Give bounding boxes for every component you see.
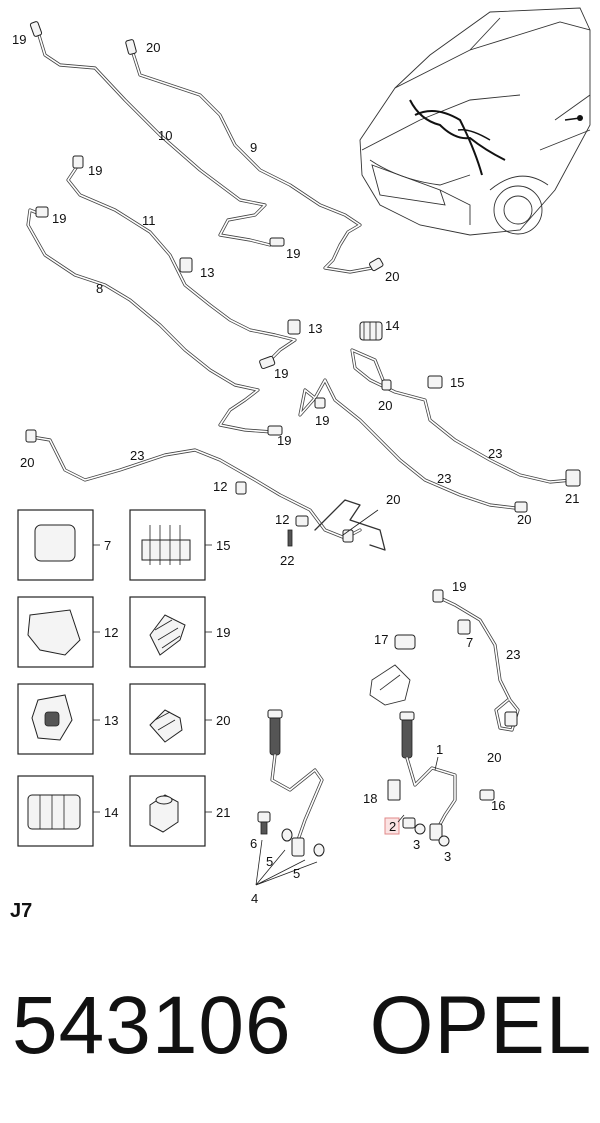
label-23-d: 23 bbox=[506, 647, 520, 662]
legend-label-7: 7 bbox=[104, 538, 111, 553]
callout-labels: 19 20 10 9 19 19 11 19 13 20 8 13 14 19 … bbox=[12, 32, 579, 906]
label-19-h: 19 bbox=[452, 579, 466, 594]
label-17: 17 bbox=[374, 632, 388, 647]
brake-hose-right bbox=[369, 634, 495, 847]
label-8: 8 bbox=[96, 281, 103, 296]
legend-box-20: 20 bbox=[129, 683, 230, 755]
legend-label-13: 13 bbox=[104, 713, 118, 728]
label-10: 10 bbox=[158, 128, 172, 143]
label-18: 18 bbox=[363, 791, 377, 806]
label-20-d: 20 bbox=[20, 455, 34, 470]
label-19-f: 19 bbox=[315, 413, 329, 428]
label-13-a: 13 bbox=[200, 265, 214, 280]
legend-label-14: 14 bbox=[104, 805, 118, 820]
label-4: 4 bbox=[251, 891, 258, 906]
brake-pipe-23-front bbox=[438, 596, 520, 732]
legend-box-7: 7 bbox=[17, 509, 111, 581]
label-1: 1 bbox=[436, 742, 443, 757]
label-23-b: 23 bbox=[488, 446, 502, 461]
label-2: 2 bbox=[389, 819, 396, 834]
label-3-b: 3 bbox=[444, 849, 451, 864]
label-6: 6 bbox=[250, 836, 257, 851]
label-20-c: 20 bbox=[378, 398, 392, 413]
brake-pipe-23-mid bbox=[298, 378, 517, 510]
brake-hose-left bbox=[257, 709, 325, 857]
label-20-g: 20 bbox=[487, 750, 501, 765]
legend-label-21: 21 bbox=[216, 805, 230, 820]
brake-pipe-23-upper bbox=[350, 348, 574, 484]
legend-box-12: 12 bbox=[17, 596, 118, 668]
part-number: 543106 bbox=[12, 980, 292, 1071]
label-19-d: 19 bbox=[286, 246, 300, 261]
label-21: 21 bbox=[565, 491, 579, 506]
fittings bbox=[25, 21, 581, 727]
legend-box-14: 14 bbox=[17, 775, 118, 847]
label-7: 7 bbox=[466, 635, 473, 650]
section-code: J7 bbox=[10, 900, 33, 922]
legend-label-20: 20 bbox=[216, 713, 230, 728]
label-20-b: 20 bbox=[385, 269, 399, 284]
label-23-c: 23 bbox=[437, 471, 451, 486]
brand-name: OPEL bbox=[369, 980, 593, 1071]
label-12-a: 12 bbox=[213, 479, 227, 494]
label-19-c: 19 bbox=[52, 211, 66, 226]
label-15: 15 bbox=[450, 375, 464, 390]
label-16: 16 bbox=[491, 798, 505, 813]
legend-box-13: 13 bbox=[17, 683, 118, 755]
label-13-b: 13 bbox=[308, 321, 322, 336]
label-5-a: 5 bbox=[266, 854, 273, 869]
legend-box-15: 15 bbox=[129, 509, 230, 581]
legend-label-19: 19 bbox=[216, 625, 230, 640]
label-20-f: 20 bbox=[517, 512, 531, 527]
brake-pipe-diagram: 7 15 12 19 13 20 14 bbox=[12, 7, 591, 906]
legend-label-15: 15 bbox=[216, 538, 230, 553]
label-19-a: 19 bbox=[12, 32, 26, 47]
label-19-g: 19 bbox=[277, 433, 291, 448]
highlight-marker bbox=[384, 817, 400, 835]
label-3-a: 3 bbox=[413, 837, 420, 852]
label-11: 11 bbox=[142, 213, 156, 228]
label-19-e: 19 bbox=[274, 366, 288, 381]
label-22: 22 bbox=[280, 553, 294, 568]
label-12-b: 12 bbox=[275, 512, 289, 527]
label-20-e: 20 bbox=[386, 492, 400, 507]
car-illustration bbox=[359, 7, 591, 236]
label-23-a: 23 bbox=[130, 448, 144, 463]
legend-box-21: 21 bbox=[129, 775, 230, 847]
label-19-b: 19 bbox=[88, 163, 102, 178]
label-9: 9 bbox=[250, 140, 257, 155]
label-20-a: 20 bbox=[146, 40, 160, 55]
legend-label-12: 12 bbox=[104, 625, 118, 640]
legend-box-19: 19 bbox=[129, 596, 230, 668]
label-5-b: 5 bbox=[293, 866, 300, 881]
label-14: 14 bbox=[385, 318, 399, 333]
